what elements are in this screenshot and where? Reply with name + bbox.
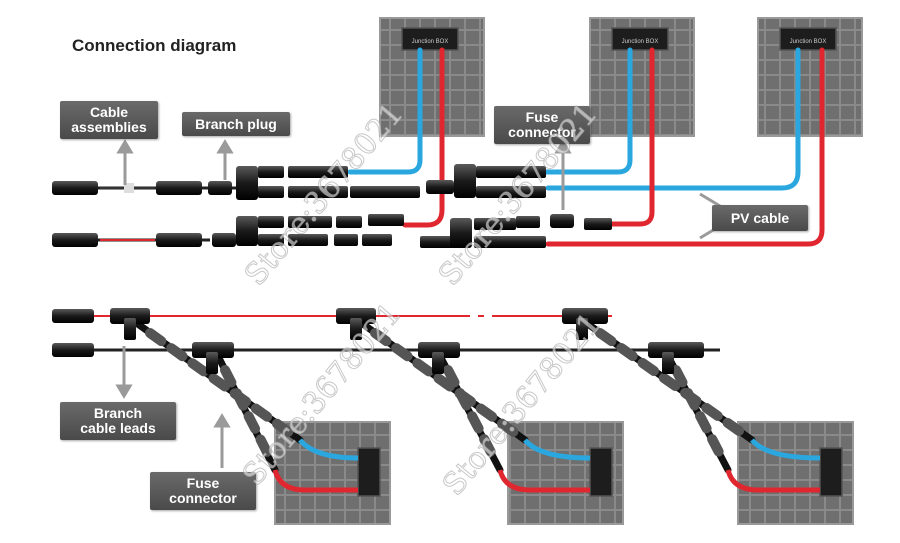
junction-box	[589, 447, 613, 497]
positive-cable	[272, 469, 820, 493]
junction-box: Junction BOX	[401, 27, 459, 51]
pv-cable-label: PV cable	[712, 205, 808, 231]
branch-plug-label: Branch plug	[182, 112, 290, 136]
junction-box-label: Junction BOX	[622, 39, 659, 45]
junction-box	[357, 447, 381, 497]
cable-assembly	[52, 186, 268, 242]
junction-box-label: Junction BOX	[412, 39, 449, 45]
label-arrows	[115, 346, 231, 468]
branch-lead-connectors	[145, 328, 747, 463]
positive-cable	[402, 47, 825, 247]
junction-box: Junction BOX	[779, 27, 837, 51]
junction-box: Junction BOX	[611, 27, 669, 51]
t-branch-connectors	[52, 308, 704, 374]
negative-cable	[298, 438, 821, 461]
junction-box	[819, 447, 843, 497]
mc4-connectors	[52, 164, 612, 248]
junction-box-label: Junction BOX	[790, 39, 827, 45]
diagram-title: Connection diagram	[72, 36, 237, 55]
negative-cable	[347, 47, 801, 191]
